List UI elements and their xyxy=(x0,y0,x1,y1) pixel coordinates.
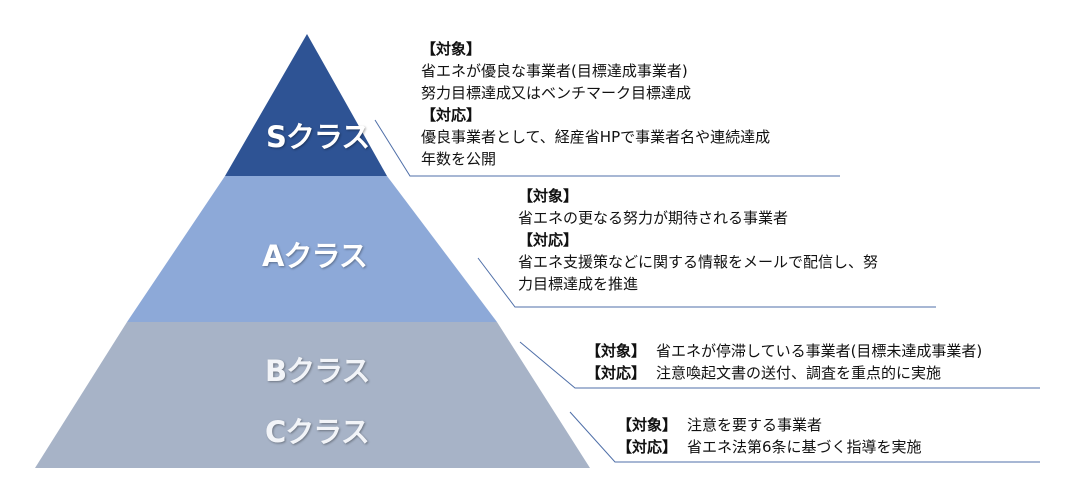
callout-b-response-row: 【対応】注意喚起文書の送付、調査を重点的に実施 xyxy=(586,362,982,384)
callout-c-target-row: 【対象】注意を要する事業者 xyxy=(617,414,922,436)
callout-b-response-heading: 【対応】 xyxy=(586,364,647,382)
callout-s-response-line-1: 優良事業者として、経産省HPで事業者名や連続達成 xyxy=(421,128,771,146)
callout-s-target-heading: 【対象】 xyxy=(421,40,482,58)
tier-label-c: Cクラス xyxy=(265,415,370,449)
callout-s-target-line-2: 努力目標達成又はベンチマーク目標達成 xyxy=(421,84,692,102)
callout-c-response-text: 省エネ法第6条に基づく指導を実施 xyxy=(687,438,922,456)
leader-line-a xyxy=(477,257,936,308)
tier-label-b: Bクラス xyxy=(265,354,371,388)
callout-c: 【対象】注意を要する事業者 【対応】省エネ法第6条に基づく指導を実施 xyxy=(617,414,922,458)
tier-s-shape xyxy=(225,34,387,176)
leader-line-s xyxy=(374,119,840,177)
callout-b-target-row: 【対象】省エネが停滞している事業者(目標未達成事業者) xyxy=(586,340,982,362)
callout-a-response-line-2: 力目標達成を推進 xyxy=(518,275,639,293)
callout-b: 【対象】省エネが停滞している事業者(目標未達成事業者) 【対応】注意喚起文書の送… xyxy=(586,340,982,384)
callout-c-response-row: 【対応】省エネ法第6条に基づく指導を実施 xyxy=(617,436,922,458)
callout-c-response-heading: 【対応】 xyxy=(617,438,678,456)
callout-b-response-text: 注意喚起文書の送付、調査を重点的に実施 xyxy=(656,364,942,382)
callout-s: 【対象】 省エネが優良な事業者(目標達成事業者) 努力目標達成又はベンチマーク目… xyxy=(421,38,770,170)
callout-a-target-heading: 【対象】 xyxy=(518,187,579,205)
tier-label-s: Sクラス xyxy=(266,120,370,154)
callout-a-target-line-1: 省エネの更なる努力が期待される事業者 xyxy=(518,209,789,227)
callout-a: 【対象】 省エネの更なる努力が期待される事業者 【対応】 省エネ支援策などに関す… xyxy=(518,185,878,295)
callout-c-target-heading: 【対象】 xyxy=(617,416,678,434)
tier-label-a: Aクラス xyxy=(262,239,368,273)
callout-b-target-text: 省エネが停滞している事業者(目標未達成事業者) xyxy=(656,342,983,360)
callout-s-target-line-1: 省エネが優良な事業者(目標達成事業者) xyxy=(421,62,688,80)
callout-a-response-heading: 【対応】 xyxy=(518,231,579,249)
callout-s-response-heading: 【対応】 xyxy=(421,106,482,124)
callout-a-response-line-1: 省エネ支援策などに関する情報をメールで配信し、努 xyxy=(518,253,879,271)
tier-bc-shape xyxy=(35,322,590,468)
leader-line-b xyxy=(519,341,1040,389)
callout-s-response-line-2: 年数を公開 xyxy=(421,150,497,168)
leader-line-c xyxy=(569,411,1040,463)
tier-a-shape xyxy=(127,176,497,322)
callout-c-target-text: 注意を要する事業者 xyxy=(687,416,823,434)
callout-b-target-heading: 【対象】 xyxy=(586,342,647,360)
